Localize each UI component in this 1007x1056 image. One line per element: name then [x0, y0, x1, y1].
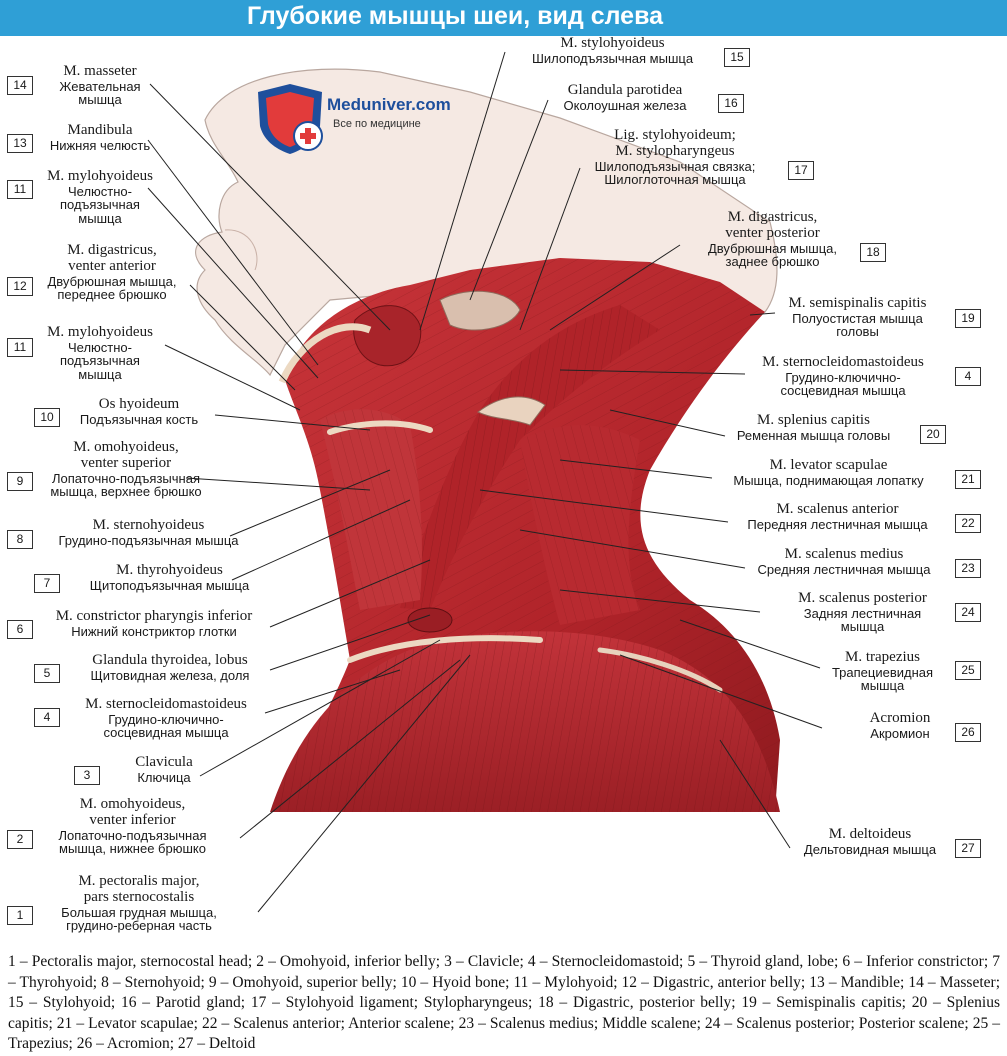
- num-box-25: 25: [955, 661, 981, 680]
- num-box-4a: 4: [34, 708, 60, 727]
- page-title: Глубокие мышцы шеи, вид слева: [246, 2, 664, 30]
- num-box-27: 27: [955, 839, 981, 858]
- num-box-24: 24: [955, 603, 981, 622]
- num-box-7: 7: [34, 574, 60, 593]
- num-box-11b: 11: [7, 338, 33, 357]
- num-box-17: 17: [788, 161, 814, 180]
- mandible-edge: [278, 323, 372, 384]
- title-bar: Глубокие мышцы шеи, вид слева: [0, 0, 1007, 36]
- num-box-20: 20: [920, 425, 946, 444]
- num-box-6: 6: [7, 620, 33, 639]
- num-box-15: 15: [724, 48, 750, 67]
- num-box-23: 23: [955, 559, 981, 578]
- num-box-12: 12: [7, 277, 33, 296]
- num-box-18: 18: [860, 243, 886, 262]
- num-box-26: 26: [955, 723, 981, 742]
- num-box-8: 8: [7, 530, 33, 549]
- masseter-muscle: [353, 305, 422, 367]
- clavicle: [347, 635, 543, 663]
- logo-tagline: Все по медицине: [333, 118, 421, 130]
- num-box-2: 2: [7, 830, 33, 849]
- num-box-11a: 11: [7, 180, 33, 199]
- hyoid-bone: [327, 420, 433, 435]
- legend-caption: 1 – Pectoralis major, sternocostal head;…: [8, 953, 1000, 1053]
- num-box-21: 21: [955, 470, 981, 489]
- num-box-13: 13: [7, 134, 33, 153]
- num-box-4b: 4: [955, 367, 981, 386]
- num-box-22: 22: [955, 514, 981, 533]
- num-box-10: 10: [34, 408, 60, 427]
- num-box-14: 14: [7, 76, 33, 95]
- parotid-gland: [439, 290, 521, 331]
- leader-lines: [147, 51, 823, 913]
- thyroid-lobe: [407, 607, 453, 633]
- logo-shield-icon: [258, 84, 323, 154]
- acromion: [597, 647, 723, 693]
- ear-fold: [224, 229, 258, 271]
- num-box-16: 16: [718, 94, 744, 113]
- logo-name: Meduniver.com: [327, 95, 451, 114]
- scm-cut-end: [477, 396, 546, 426]
- num-box-1: 1: [7, 906, 33, 925]
- num-box-5: 5: [34, 664, 60, 683]
- num-box-3: 3: [74, 766, 100, 785]
- num-box-19: 19: [955, 309, 981, 328]
- num-box-9: 9: [7, 472, 33, 491]
